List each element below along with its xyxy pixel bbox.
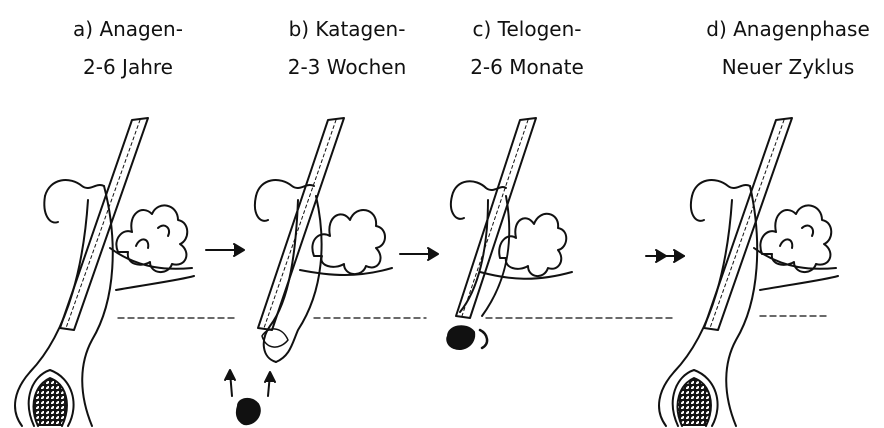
sebaceous-gland bbox=[760, 205, 831, 272]
arrow-c-to-d bbox=[646, 250, 684, 262]
dermal-papilla bbox=[678, 378, 711, 426]
hair-shaft bbox=[60, 118, 148, 330]
new-anagen-follicle bbox=[659, 118, 838, 426]
katagen-follicle bbox=[225, 118, 392, 424]
dashed-reference-line bbox=[118, 316, 826, 318]
epidermis-fold bbox=[692, 180, 750, 196]
club-hair bbox=[262, 329, 288, 347]
shrunken-papilla bbox=[447, 326, 474, 349]
telogen-follicle bbox=[447, 118, 572, 349]
papilla-dot bbox=[237, 399, 260, 424]
hair-shaft bbox=[704, 118, 792, 330]
epidermis-fold bbox=[452, 181, 506, 196]
sebaceous-gland bbox=[116, 205, 187, 272]
epidermis-fold bbox=[45, 180, 104, 196]
sebaceous-gland bbox=[312, 210, 385, 274]
dermal-papilla bbox=[34, 378, 67, 426]
arrow-b-to-c bbox=[400, 248, 438, 260]
anagen-follicle bbox=[15, 118, 194, 426]
arrow-a-to-b bbox=[206, 244, 244, 256]
